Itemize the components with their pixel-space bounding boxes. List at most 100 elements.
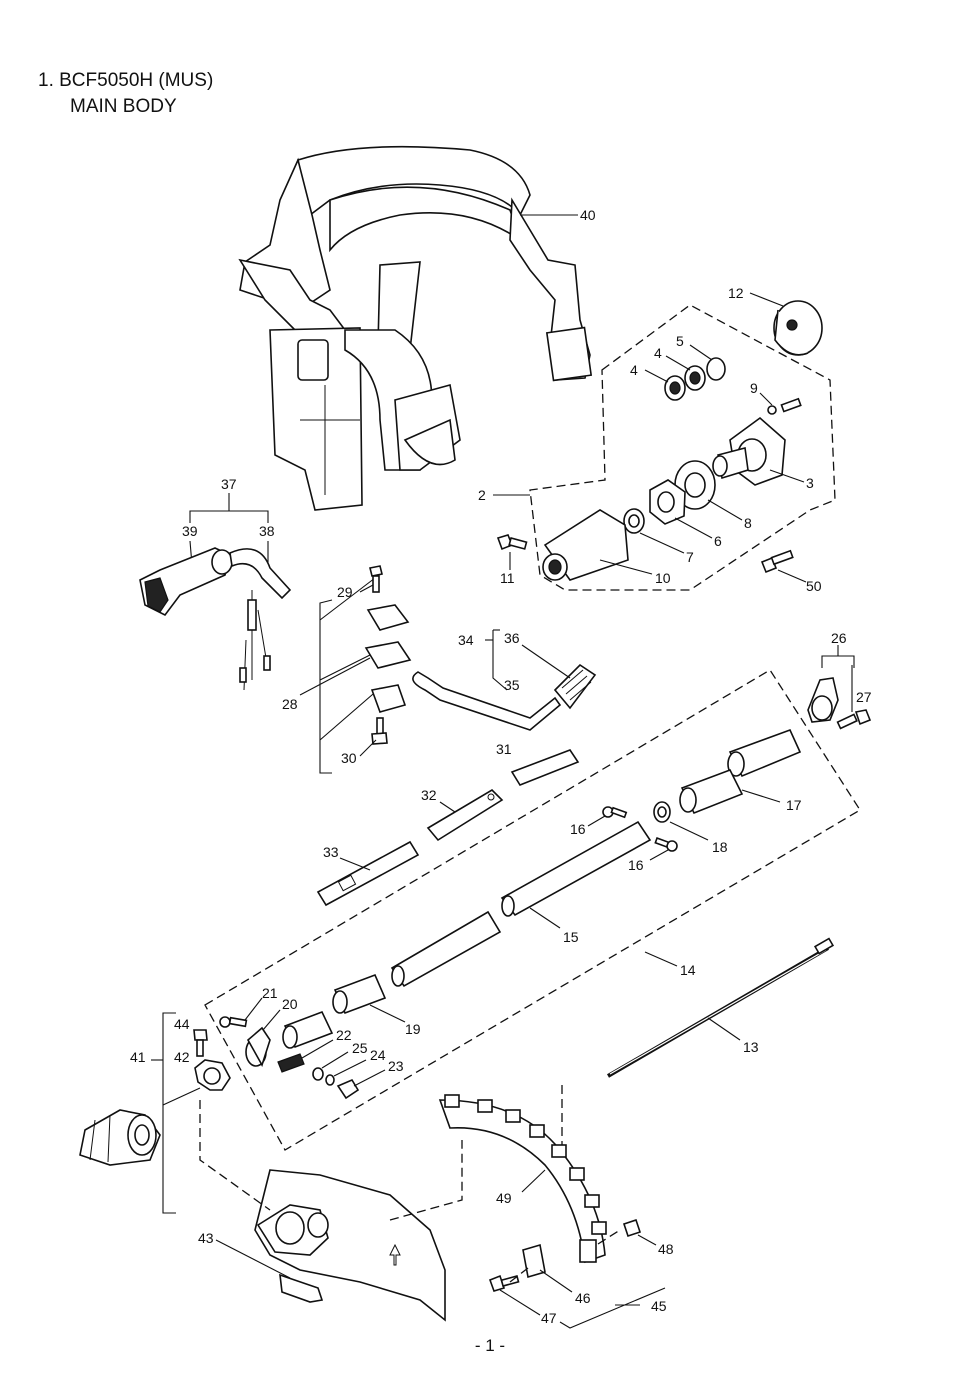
leader-21 (244, 997, 263, 1021)
plate-part-22[interactable] (277, 1053, 305, 1073)
callout-38: 38 (259, 523, 275, 539)
callout-43: 43 (198, 1230, 214, 1246)
liner-part-19[interactable] (282, 973, 387, 1049)
leader-18 (669, 821, 709, 841)
leader-10 (599, 559, 653, 575)
guard-extension-part-49[interactable] (438, 1094, 607, 1264)
bearing-part-4[interactable] (664, 375, 686, 401)
leader-13 (707, 1017, 741, 1041)
nut-part-48[interactable] (622, 1218, 642, 1238)
screw-part-16b[interactable] (654, 837, 678, 852)
callout-48: 48 (658, 1241, 674, 1257)
leader-20 (262, 1009, 281, 1031)
gear-case-part-41[interactable] (79, 1109, 161, 1166)
clutch-drum-part-12[interactable] (773, 300, 823, 356)
callout-25: 25 (352, 1040, 368, 1056)
leader-30b (319, 687, 381, 741)
leader-32 (439, 801, 456, 813)
callout-3: 3 (806, 475, 814, 491)
callout-27: 27 (856, 689, 872, 705)
liner-part-17[interactable] (679, 728, 802, 815)
leader-12 (749, 292, 784, 307)
dash-guard-extension (389, 1140, 463, 1221)
callout-2: 2 (478, 487, 486, 503)
bracket-26 (821, 655, 855, 668)
leader-gearcase (162, 1087, 201, 1106)
screw-part-9[interactable] (767, 397, 802, 415)
clamp-part-26[interactable] (807, 677, 839, 723)
nut-part-6[interactable] (649, 479, 686, 525)
callout-21: 21 (262, 985, 278, 1001)
diagram-subtitle: MAIN BODY (70, 96, 177, 117)
screw-part-16a[interactable] (602, 806, 628, 819)
bolt-part-27[interactable] (836, 709, 872, 730)
throttle-cable-part-38[interactable] (229, 548, 292, 691)
callout-22: 22 (336, 1027, 352, 1043)
callout-10: 10 (655, 570, 671, 586)
page-number: - 1 - (474, 1336, 506, 1355)
shaft-housing-part-10[interactable] (542, 509, 629, 581)
main-pipe-part-15[interactable] (390, 820, 652, 988)
dash-47 (509, 1267, 529, 1283)
washer-part-25[interactable] (312, 1067, 324, 1081)
bolt-part-11[interactable] (496, 534, 528, 551)
leader-17 (741, 789, 781, 803)
callout-36: 36 (504, 630, 520, 646)
clamp-part-42[interactable] (194, 1059, 231, 1091)
leader-29 (359, 584, 374, 593)
leader-22 (301, 1039, 334, 1059)
label-part-32[interactable] (426, 788, 504, 842)
bolt-part-30[interactable] (371, 717, 388, 745)
clutch-case-part-3[interactable] (712, 416, 786, 486)
leader-15 (529, 907, 561, 929)
callout-17: 17 (786, 797, 802, 813)
leader-8 (707, 499, 743, 521)
callout-29: 29 (337, 584, 353, 600)
callout-34: 34 (458, 632, 474, 648)
handle-bar-part-35[interactable] (412, 671, 562, 731)
callout-40: 40 (580, 207, 596, 223)
guard-part[interactable] (254, 1169, 446, 1322)
bolt-part-21[interactable] (219, 1016, 248, 1028)
callout-5: 5 (676, 333, 684, 349)
callout-41: 41 (130, 1049, 146, 1065)
bracket-41 (162, 1012, 176, 1214)
callout-18: 18 (712, 839, 728, 855)
grip-part-36[interactable] (553, 663, 597, 710)
callout-20: 20 (282, 996, 298, 1012)
drive-shaft-part-13[interactable] (606, 937, 835, 1078)
snap-ring-part-5[interactable] (706, 357, 726, 381)
bearing-part-4b[interactable] (684, 365, 706, 391)
bolt-part-44[interactable] (193, 1029, 208, 1057)
harness-part-40[interactable] (238, 145, 593, 511)
callout-13: 13 (743, 1039, 759, 1055)
handle-clamp-part-28[interactable] (364, 604, 412, 713)
callout-47: 47 (541, 1310, 557, 1326)
leader-47 (499, 1289, 541, 1316)
callout-37: 37 (221, 476, 237, 492)
callout-32: 32 (421, 787, 437, 803)
nut-part-23[interactable] (336, 1078, 360, 1100)
leader-46 (539, 1269, 573, 1293)
leader-5 (689, 344, 713, 361)
bracket-37 (189, 510, 269, 523)
label-part-31[interactable] (510, 749, 580, 786)
washer-part-24[interactable] (325, 1074, 335, 1086)
callout-42: 42 (174, 1049, 190, 1065)
bushing-part-18[interactable] (653, 801, 671, 823)
clamp-part-20[interactable] (245, 1026, 271, 1067)
leader-43 (215, 1239, 291, 1279)
leader-16a (587, 815, 606, 827)
callout-4a: 4 (630, 362, 638, 378)
leader-24 (333, 1059, 367, 1077)
bolt-part-29[interactable] (369, 565, 383, 593)
ring-part-7[interactable] (623, 508, 645, 534)
callout-19: 19 (405, 1021, 421, 1037)
diagram-title: 1. BCF5050H (MUS) (38, 70, 214, 91)
plate-part-46[interactable] (522, 1243, 546, 1279)
label-part-33[interactable] (316, 840, 420, 907)
bracket-part-43[interactable] (279, 1273, 324, 1303)
bolt-part-50[interactable] (760, 549, 794, 574)
throttle-lever-part-39[interactable] (139, 547, 233, 617)
